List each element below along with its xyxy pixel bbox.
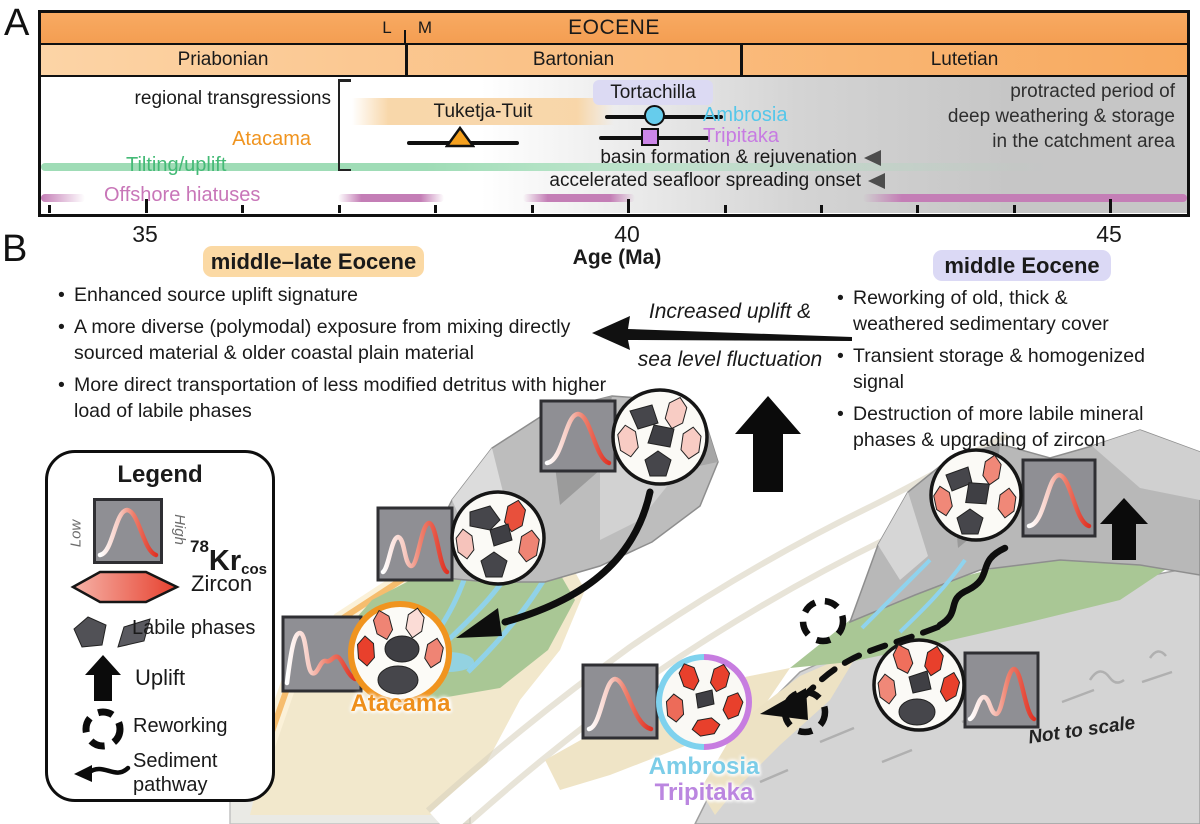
bullet-item: Enhanced source uplift signature	[57, 282, 615, 308]
timeline-plot: regional transgressions Tuketja-Tuit Ata…	[41, 77, 1187, 213]
seafloor-spreading-row: accelerated seafloor spreading onset	[341, 170, 885, 192]
labile-phases-icon	[73, 616, 151, 648]
reworking-icon	[82, 708, 124, 750]
axis-tick-35: 35	[132, 221, 158, 247]
panel-b-label: B	[2, 228, 28, 270]
zircon-icon	[70, 570, 180, 604]
axis-tick-40: 40	[614, 221, 640, 247]
middle-late-eocene-bullets: Enhanced source uplift signature A more …	[57, 282, 615, 430]
isotope-label: 78Krcos	[190, 537, 268, 578]
assemblage-right-upper	[929, 448, 1023, 542]
transgressions-bracket	[338, 79, 351, 171]
uplift-arrow-center	[735, 396, 801, 492]
assemblage-atacama	[348, 601, 452, 705]
assemblage-right-lower	[872, 638, 966, 732]
basin-formation-row: basin formation & rejuvenation	[341, 147, 881, 169]
kde-box-right-upper	[1021, 458, 1097, 538]
stage-lutetian: Lutetian	[930, 49, 999, 70]
tuketja-tuit-band: Tuketja-Tuit	[352, 98, 614, 125]
tuketja-triangle-marker	[445, 126, 475, 148]
offshore-hiatus-bar-2	[338, 194, 444, 202]
offshore-hiatus-bar-1	[41, 194, 85, 202]
kde-box-right-lower	[963, 651, 1040, 729]
tripitaka-map-label: Tripitaka	[654, 779, 754, 806]
tripitaka-label: Tripitaka	[703, 125, 779, 147]
bullet-item: A more diverse (polymodal) exposure from…	[57, 314, 615, 366]
tripitaka-marker	[641, 128, 659, 146]
bullet-item: Transient storage & homogenized signal	[836, 343, 1156, 395]
kde-box-upper-left	[376, 506, 454, 582]
kde-low-label: Low	[67, 519, 85, 548]
axis-title: Age (Ma)	[572, 246, 662, 269]
kde-box-ambrosia	[581, 663, 659, 740]
legend-title: Legend	[117, 461, 203, 488]
offshore-hiatus-bar-3	[523, 194, 635, 202]
uplift-label: Uplift	[135, 665, 186, 690]
uplift-fluctuation-line1: Increased uplift &	[648, 300, 812, 323]
uplift-icon	[85, 655, 121, 701]
seafloor-spreading-label: accelerated seafloor spreading onset	[549, 170, 861, 191]
weathering-note: protracted period of deep weathering & s…	[947, 81, 1175, 152]
sub-epoch-divider	[404, 30, 406, 43]
heading-middle-late-eocene: middle–late Eocene	[203, 246, 424, 277]
right-streams	[860, 558, 967, 634]
assemblage-upper-center	[611, 388, 709, 486]
epoch-row: EOCENE L M	[41, 13, 1187, 45]
zircon-label: Zircon	[191, 571, 253, 596]
ambrosia-label: Ambrosia	[703, 104, 788, 126]
ambrosia-marker	[644, 105, 665, 126]
panel-a-label: A	[4, 2, 30, 44]
stage-row: Priabonian Bartonian Lutetian	[41, 45, 1187, 77]
timeline-panel: EOCENE L M Priabonian Bartonian Lutetian…	[38, 10, 1190, 217]
stage-bartonian: Bartonian	[532, 49, 615, 70]
sediment-pathway-label: Sediment pathway	[133, 750, 218, 796]
bullet-item: Destruction of more labile mineral phase…	[836, 401, 1156, 453]
ambrosia-map-label: Ambrosia	[648, 753, 760, 780]
uplift-arrow-right	[1100, 498, 1148, 560]
bullet-item: Reworking of old, thick & weathered sedi…	[836, 285, 1156, 337]
reworking-icon	[799, 597, 847, 645]
bullet-item: More direct transportation of less modif…	[57, 372, 615, 424]
sub-epoch-middle: M	[417, 18, 433, 37]
tortachilla-pill: Tortachilla	[593, 80, 713, 105]
basin-formation-label: basin formation & rejuvenation	[600, 147, 857, 168]
tilting-uplift-bar	[41, 163, 1053, 171]
sub-epoch-late: L	[382, 18, 392, 37]
arrowhead-left-icon	[868, 173, 885, 189]
atacama-event-label: Atacama	[232, 128, 311, 150]
middle-eocene-bullets: Reworking of old, thick & weathered sedi…	[836, 285, 1156, 459]
assemblage-upper-left	[450, 490, 546, 586]
labile-phases-label: Labile phases	[132, 617, 256, 639]
sediment-pathways	[456, 488, 1009, 736]
uplift-fluctuation-line2: sea level fluctuation	[637, 348, 823, 371]
increased-uplift-arrow	[592, 316, 852, 350]
sediment-pathway-icon	[74, 765, 131, 782]
assemblage-ambrosia-tripitaka	[656, 654, 752, 750]
axis-tick-45: 45	[1096, 221, 1122, 247]
legend-box: Legend Low High 78Krcos Zircon Labile ph…	[45, 450, 275, 802]
offshore-hiatuses-label: Offshore hiatuses	[104, 184, 261, 206]
right-plain	[790, 552, 1180, 668]
tilting-uplift-label: Tilting/uplift	[126, 154, 227, 176]
offshore-hiatus-bar-4	[863, 194, 1187, 202]
regional-transgressions-label: regional transgressions	[134, 88, 331, 109]
reworking-label: Reworking	[133, 715, 228, 737]
kde-legend-icon	[93, 498, 163, 564]
atacama-map-label: Atacama	[350, 690, 451, 717]
stage-priabonian: Priabonian	[177, 49, 269, 70]
epoch-title: EOCENE	[568, 16, 660, 39]
kde-high-label: High	[170, 514, 188, 545]
heading-middle-eocene: middle Eocene	[933, 250, 1111, 281]
reworking-icon	[781, 688, 829, 736]
arrowhead-left-icon	[864, 150, 881, 166]
